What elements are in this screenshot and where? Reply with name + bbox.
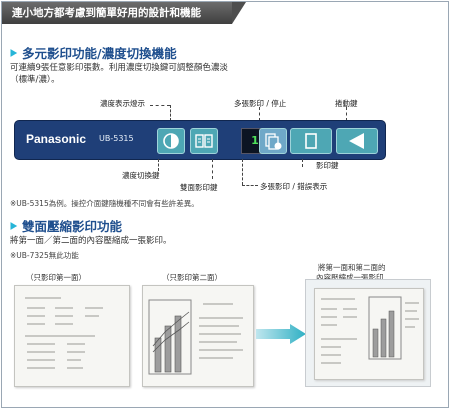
callout-duplex-copy-key: 雙面影印鍵 [180, 183, 218, 192]
first-side-document-image [14, 285, 130, 387]
header-banner: 連小地方都考慮到簡單好用的設計和機能 [2, 2, 246, 24]
callout-density-indicator: 濃度表示燈示 [100, 99, 145, 108]
left-triangle-icon [349, 133, 364, 149]
bullet-marker-icon: ⯈ [8, 219, 19, 234]
caption-combined-line2: 內容壓縮成一張影印 [316, 273, 384, 282]
text-lines-illustration [25, 297, 103, 369]
section2-title: ⯈雙面壓縮影印功能 [8, 216, 122, 235]
combined-page-illustration [321, 296, 419, 364]
multi-page-stop-icon [265, 133, 282, 150]
caption-combined-line1: 將第一面和第二面的 [318, 263, 386, 272]
callout-density-switch: 濃度切換鍵 [122, 171, 160, 180]
section1-title-text: 多元影印功能/濃度切換機能 [22, 46, 177, 61]
section1-desc-line2: （標準/濃）。 [10, 75, 60, 85]
density-switch-button[interactable] [157, 128, 185, 154]
combined-result-panel [305, 279, 431, 387]
bar-chart-illustration [148, 299, 243, 375]
leader-line [302, 159, 303, 167]
section2-title-text: 雙面壓縮影印功能 [22, 219, 123, 234]
section1-title: ⯈多元影印功能/濃度切換機能 [8, 43, 177, 62]
second-side-document-image [142, 285, 254, 387]
leader-line [346, 107, 347, 121]
duplex-page-icon [195, 134, 213, 148]
scroll-button[interactable] [336, 128, 378, 154]
multi-copy-stop-button[interactable] [259, 128, 287, 154]
half-circle-icon [163, 133, 179, 149]
bullet-marker-icon: ⯈ [8, 46, 19, 61]
duplex-copy-button[interactable] [190, 128, 218, 154]
section1-desc-line1: 可連續9張任意影印張數。利用濃度切換鍵可調整顏色濃淡 [10, 63, 228, 73]
leader-line [150, 105, 170, 106]
section2-desc: 將第一面／第二面的內容壓縮成一張影印。 [10, 236, 172, 246]
caption-first-side: （只影印第一面） [26, 273, 86, 282]
section2-footnote: ※UB-7325無此功能 [10, 251, 79, 260]
single-page-icon [305, 133, 317, 149]
combined-document-image [314, 288, 424, 380]
copy-button[interactable] [290, 128, 332, 154]
callout-multi-copy-stop: 多張影印 / 停止 [234, 99, 287, 108]
right-arrow-icon [256, 324, 306, 344]
leader-line [170, 105, 171, 121]
caption-second-side: （只影印第二面） [162, 273, 222, 282]
callout-copy-key: 影印鍵 [316, 161, 339, 170]
leader-line [212, 159, 213, 179]
leader-line [242, 185, 258, 186]
callout-scroll-key: 捲動鍵 [335, 99, 358, 108]
callout-multi-copy-error: 多張影印 / 錯誤表示 [260, 182, 328, 191]
leader-line [259, 107, 260, 121]
leader-line [158, 159, 159, 171]
model-label: UB-5315 [99, 134, 134, 143]
section1-footnote: ※UB-5315為例。操控介面鍵隨機種不同會有些許差異。 [10, 199, 199, 208]
leader-line [242, 159, 243, 185]
brand-logo: Panasonic [26, 132, 87, 146]
control-panel: Panasonic UB-5315 1 [14, 120, 386, 160]
